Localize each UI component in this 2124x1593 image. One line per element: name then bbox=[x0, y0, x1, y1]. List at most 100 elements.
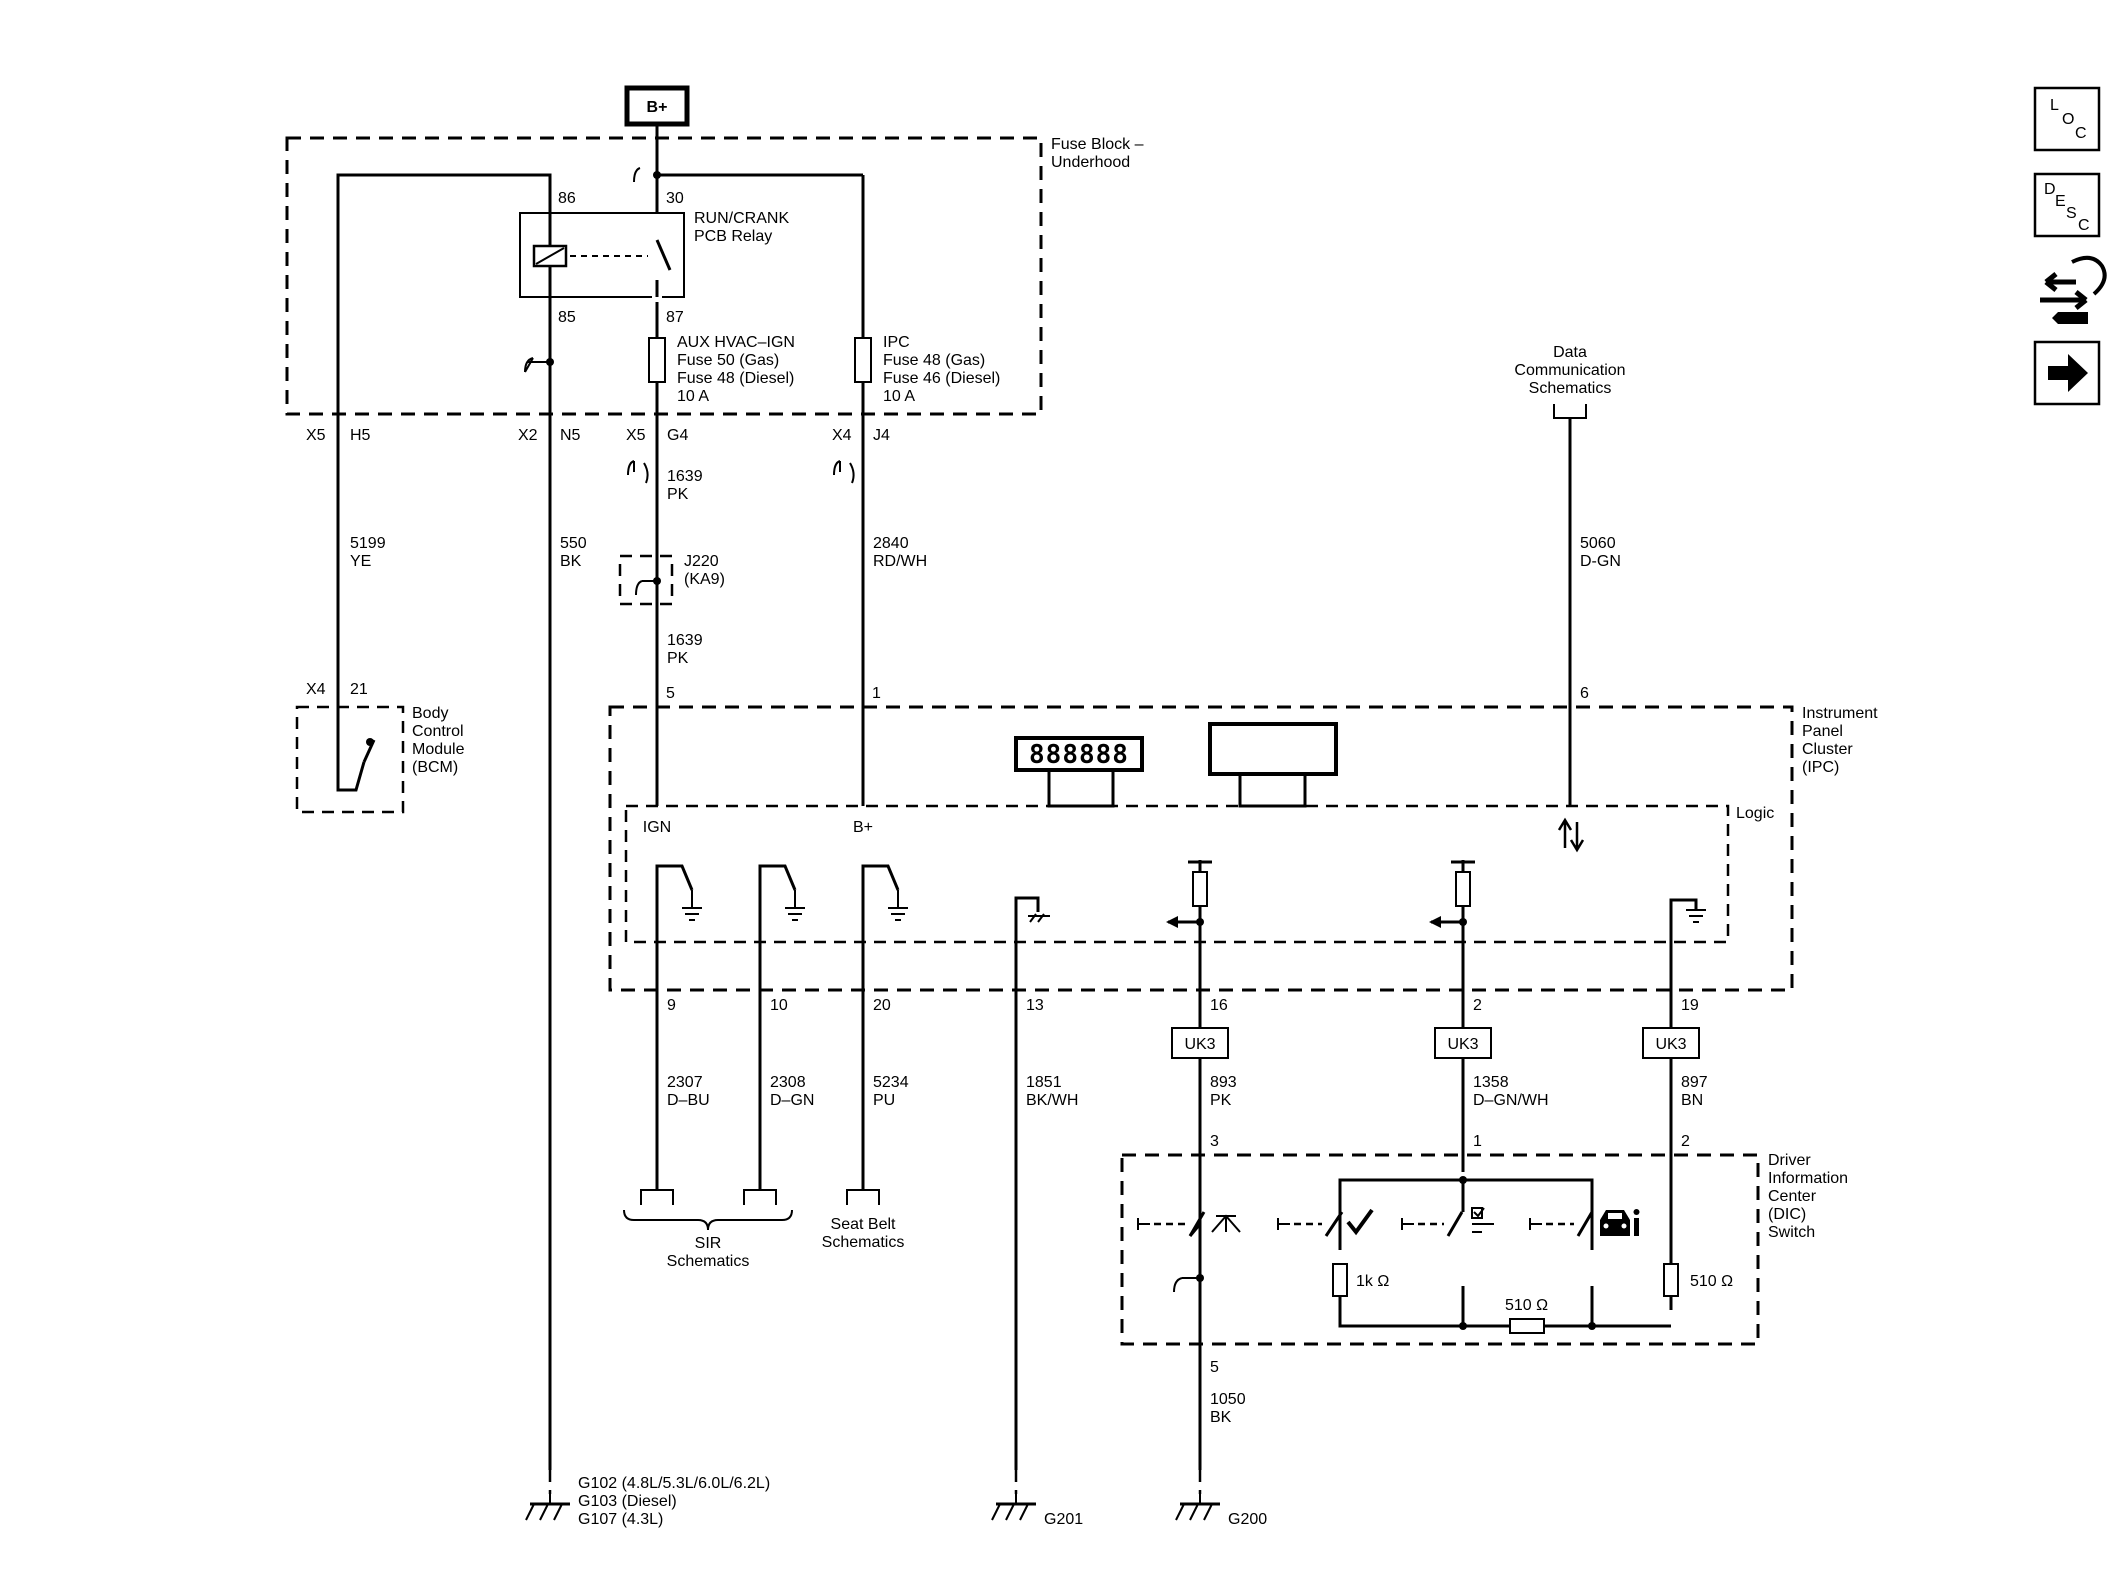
wire-5199-color: YE bbox=[350, 553, 371, 570]
ipc-pin-6: 6 bbox=[1580, 685, 1589, 702]
bcm-pin: 21 bbox=[350, 681, 368, 698]
dic-l3: Center bbox=[1768, 1188, 1817, 1205]
relay-pin-85: 85 bbox=[558, 309, 576, 326]
location-button[interactable]: L O C bbox=[2033, 86, 2101, 152]
wire-1358-num: 1358 bbox=[1473, 1074, 1509, 1091]
wire-1639a-num: 1639 bbox=[667, 468, 703, 485]
relay-pin-30: 30 bbox=[666, 190, 684, 207]
wire-1639a-color: PK bbox=[667, 486, 689, 503]
dic-pin-2: 2 bbox=[1681, 1133, 1690, 1150]
uk3-box-a bbox=[1171, 1027, 1229, 1059]
ipc-pin-9: 9 bbox=[667, 997, 676, 1014]
ipc-logic-label: Logic bbox=[1736, 805, 1774, 822]
ipc-driver-20 bbox=[861, 864, 908, 1005]
wire-893-color: PK bbox=[1210, 1092, 1232, 1109]
fuse-ipc-l1: IPC bbox=[883, 334, 910, 351]
loc-letter-l: L bbox=[2050, 97, 2059, 114]
conn-x4: X4 bbox=[832, 427, 852, 444]
seatbelt-ref-l1: Seat Belt bbox=[831, 1216, 896, 1233]
ipc-logic bbox=[624, 804, 1730, 944]
ipc-pin-19: 19 bbox=[1681, 997, 1699, 1014]
ipc-driver-10 bbox=[758, 864, 805, 1005]
splice-j220-name: J220 bbox=[684, 553, 719, 570]
ground-g200-label: G200 bbox=[1228, 1511, 1267, 1528]
wire-5199-num: 5199 bbox=[350, 535, 386, 552]
ipc-pin-1: 1 bbox=[872, 685, 881, 702]
switch-select-icon bbox=[1277, 1208, 1374, 1237]
resistor-510-b-label: 510 Ω bbox=[1690, 1273, 1733, 1290]
ipc-l3: Cluster bbox=[1802, 741, 1853, 758]
connector-view-icon[interactable] bbox=[2038, 255, 2107, 324]
bcm-conn: X4 bbox=[306, 681, 326, 698]
ground-g201-label: G201 bbox=[1044, 1511, 1083, 1528]
wire-1639b-num: 1639 bbox=[667, 632, 703, 649]
ipc-l1: Instrument bbox=[1802, 705, 1878, 722]
ipc-input-2 bbox=[1429, 860, 1475, 1172]
relay-name-1: RUN/CRANK bbox=[694, 210, 789, 227]
ipc-pin-10: 10 bbox=[770, 997, 788, 1014]
ipc-ign-label: IGN bbox=[643, 819, 671, 836]
bcm-l3: Module bbox=[412, 741, 465, 758]
dic-pin-3: 3 bbox=[1210, 1133, 1219, 1150]
dic-l4: (DIC) bbox=[1768, 1206, 1806, 1223]
resistor-1k-label: 1k Ω bbox=[1356, 1273, 1389, 1290]
wire-1358-color: D–GN/WH bbox=[1473, 1092, 1549, 1109]
resistor-1k bbox=[1332, 1263, 1348, 1297]
wire-5234-num: 5234 bbox=[873, 1074, 909, 1091]
desc-letter-e: E bbox=[2055, 193, 2066, 210]
ipc-l2: Panel bbox=[1802, 723, 1843, 740]
relay-name-2: PCB Relay bbox=[694, 228, 772, 245]
resistor-510-b bbox=[1663, 1263, 1679, 1297]
sir-bracket bbox=[623, 1209, 793, 1231]
fuse-aux-l3: Fuse 48 (Diesel) bbox=[677, 370, 794, 387]
resistor-510-a-label: 510 Ω bbox=[1505, 1297, 1548, 1314]
ipc-ground-19 bbox=[1669, 898, 1706, 1310]
switch-menu-icon bbox=[1137, 1211, 1241, 1237]
conn-g4: G4 bbox=[667, 427, 688, 444]
uk3-b-label: UK3 bbox=[1447, 1036, 1478, 1053]
ground-g201 bbox=[991, 1494, 1036, 1521]
fuse-block-title-2: Underhood bbox=[1051, 154, 1130, 171]
next-page-button[interactable] bbox=[2033, 340, 2101, 406]
wire-897-num: 897 bbox=[1681, 1074, 1708, 1091]
data-comm-l1: Data bbox=[1553, 344, 1587, 361]
wire-893-num: 893 bbox=[1210, 1074, 1237, 1091]
loc-letter-o: O bbox=[2062, 111, 2074, 128]
sir-ref-l1: SIR bbox=[695, 1235, 722, 1252]
ipc-pin-16: 16 bbox=[1210, 997, 1228, 1014]
description-button[interactable]: D E S C bbox=[2033, 172, 2101, 238]
wire-5234-color: PU bbox=[873, 1092, 895, 1109]
wire-2308-color: D–GN bbox=[770, 1092, 814, 1109]
ipc-message-display bbox=[1208, 722, 1338, 776]
conn-x5-a: X5 bbox=[306, 427, 326, 444]
ipc-pin-13: 13 bbox=[1026, 997, 1044, 1014]
ipc-pin-5: 5 bbox=[666, 685, 675, 702]
ground-g103-label: G103 (Diesel) bbox=[578, 1493, 677, 1510]
wire-2307-num: 2307 bbox=[667, 1074, 703, 1091]
wire-5060-color: D-GN bbox=[1580, 553, 1621, 570]
body-control-module bbox=[295, 705, 405, 814]
bcm-l4: (BCM) bbox=[412, 759, 458, 776]
ipc-bplus-label: B+ bbox=[853, 819, 873, 836]
ground-g107-label: G107 (4.3L) bbox=[578, 1511, 663, 1528]
dic-switch bbox=[1120, 1153, 1760, 1346]
wire-2840-color: RD/WH bbox=[873, 553, 927, 570]
fuse-aux-l2: Fuse 50 (Gas) bbox=[677, 352, 779, 369]
fuse-ipc-l3: Fuse 46 (Diesel) bbox=[883, 370, 1000, 387]
ground-g200 bbox=[1175, 1494, 1220, 1521]
uk3-a-label: UK3 bbox=[1184, 1036, 1215, 1053]
wire-2840-num: 2840 bbox=[873, 535, 909, 552]
wire-5060-num: 5060 bbox=[1580, 535, 1616, 552]
uk3-c-label: UK3 bbox=[1655, 1036, 1686, 1053]
bcm-l1: Body bbox=[412, 705, 448, 722]
dic-pin-1: 1 bbox=[1473, 1133, 1482, 1150]
splice-j220-option: (KA9) bbox=[684, 571, 725, 588]
relay-pin-87: 87 bbox=[666, 309, 684, 326]
desc-letter-s: S bbox=[2066, 205, 2077, 222]
desc-letter-d: D bbox=[2044, 181, 2056, 198]
wire-897-color: BN bbox=[1681, 1092, 1703, 1109]
ipc-l4: (IPC) bbox=[1802, 759, 1839, 776]
conn-j4: J4 bbox=[873, 427, 890, 444]
switch-vehicle-info-icon bbox=[1529, 1209, 1640, 1237]
